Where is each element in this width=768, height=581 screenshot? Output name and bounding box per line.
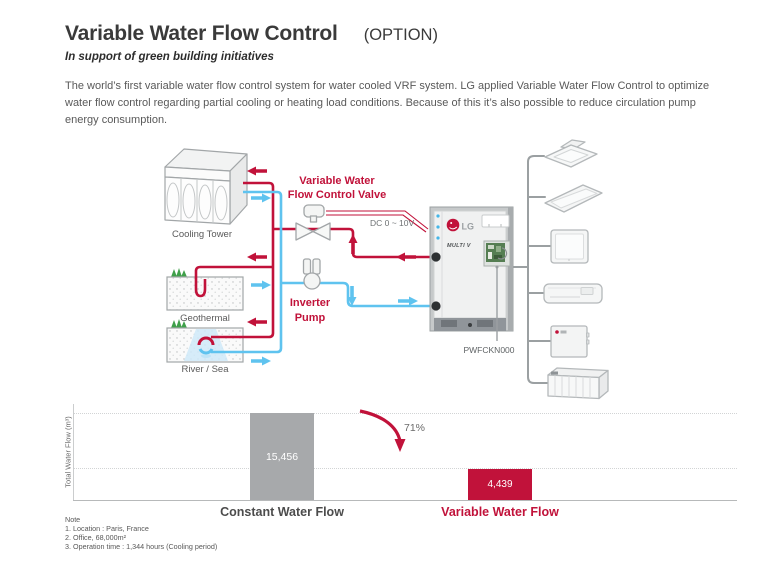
- reduction-arrow-icon: [359, 409, 406, 452]
- unit-nameplate: [481, 214, 510, 228]
- bar-variable-water-flow: 4,439: [468, 469, 532, 500]
- dc-signal-label: DC 0 ~ 10V: [370, 218, 415, 228]
- cold-connection-port: [431, 301, 441, 311]
- control-signal-wire: [326, 210, 429, 233]
- inverter-pump-icon: [302, 258, 321, 290]
- geothermal-label: Geothermal: [180, 313, 230, 324]
- cold-flow-arrows: [251, 193, 418, 366]
- bar-constant-water-flow: 15,456: [250, 413, 314, 500]
- river-sea-label: River / Sea: [182, 364, 230, 375]
- cooling-tower-icon: [164, 148, 248, 225]
- page-header: Variable Water Flow Control (OPTION): [65, 22, 438, 46]
- footnote-heading: Note: [65, 515, 81, 524]
- indoor-unit-hydrokit-icon: [550, 325, 590, 358]
- footnote-item: 3. Operation time : 1,344 hours (Cooling…: [65, 542, 218, 551]
- unit-brand-label: LG: [462, 222, 475, 232]
- valve-label-line1: Variable Water: [299, 175, 375, 187]
- chart-y-axis-label: Total Water Flow (m³): [63, 416, 73, 488]
- option-tag: (OPTION): [363, 26, 438, 44]
- hot-connection-port: [431, 252, 441, 262]
- indoor-unit-floor-icon: [547, 367, 609, 400]
- pump-label-line2: Pump: [295, 312, 326, 324]
- bar-value-label: 4,439: [487, 479, 513, 490]
- unit-model-label: MULTI V: [447, 243, 472, 249]
- control-valve-icon: [295, 204, 331, 241]
- reduction-percent-label: 71%: [404, 422, 426, 434]
- description-line: energy consumption.: [65, 114, 168, 126]
- category-label-constant: Constant Water Flow: [220, 505, 344, 519]
- footnote-item: 2. Office, 68,000m²: [65, 533, 126, 542]
- description-line: water flow control regarding partial coo…: [65, 97, 696, 109]
- description-line: The world’s first variable water flow co…: [65, 80, 710, 92]
- pump-label-line1: Inverter: [290, 297, 331, 309]
- system-diagram: Cooling Tower Geothermal River / Sea: [164, 139, 609, 400]
- cold-water-pipes: [198, 190, 436, 355]
- page-subtitle: In support of green building initiatives: [65, 51, 274, 63]
- indoor-unit-artcool-icon: [550, 229, 589, 264]
- page-title: Variable Water Flow Control: [65, 22, 338, 45]
- pwfckn000-pcb-icon: [483, 240, 511, 267]
- indoor-unit-duct-icon: [544, 184, 603, 213]
- cooling-tower-label: Cooling Tower: [172, 229, 232, 240]
- indoor-unit-cassette-icon: [544, 139, 598, 168]
- chart-y-axis: [73, 404, 74, 500]
- gridline: [74, 413, 737, 414]
- indoor-branch-lines: [512, 155, 552, 384]
- outdoor-unit: LG MULTI V: [429, 206, 514, 332]
- lg-logo-icon: [446, 218, 460, 232]
- bar-value-label: 15,456: [265, 450, 299, 463]
- chart-x-axis: [73, 500, 737, 501]
- accessory-code-label: PWFCKN000: [463, 345, 514, 355]
- category-label-variable: Variable Water Flow: [441, 505, 559, 519]
- valve-label-line2: Flow Control Valve: [288, 189, 386, 201]
- indoor-unit-wall-icon: [543, 283, 603, 304]
- description-paragraph: The world’s first variable water flow co…: [65, 78, 709, 129]
- gridline: [74, 468, 737, 469]
- river-sea-icon: [166, 319, 244, 363]
- hot-flow-arrows: [247, 166, 416, 327]
- footnotes: Note 1. Location : Paris, France 2. Offi…: [65, 515, 217, 551]
- footnote-item: 1. Location : Paris, France: [65, 524, 149, 533]
